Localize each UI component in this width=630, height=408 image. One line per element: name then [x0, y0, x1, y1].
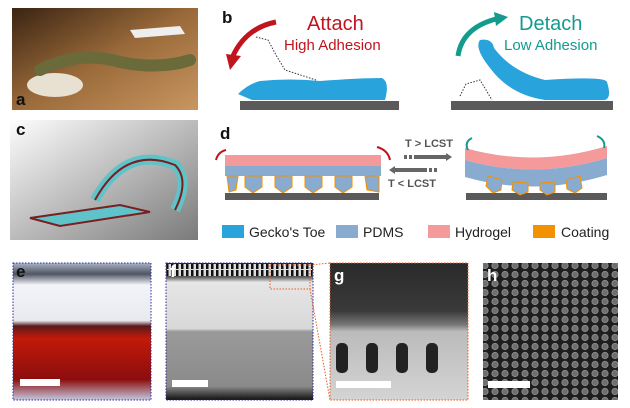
detach-subtitle: Low Adhesion: [504, 37, 598, 54]
gecko-toe-attached: [238, 78, 387, 100]
panel-label-e: e: [16, 262, 26, 281]
panel-label-b: b: [222, 8, 233, 27]
attach-subtitle: High Adhesion: [284, 37, 381, 54]
legend-swatches: [222, 225, 555, 238]
legend-label-gecko-toe: Gecko's Toe: [249, 224, 326, 240]
detach-arrow-icon: [455, 16, 497, 57]
reverse-condition: T < LCST: [388, 178, 436, 190]
panel-label-a: a: [16, 90, 26, 109]
panel-h-sem-top-view: [483, 263, 618, 400]
panel-label-h: h: [487, 266, 498, 285]
attach-title: Attach: [307, 13, 364, 35]
pdms-layer: [225, 166, 381, 176]
panel-g-sem-zoom: [329, 262, 469, 401]
panel-label-f: f: [170, 262, 176, 281]
legend-label-coating: Coating: [561, 224, 610, 240]
attach-arrow-icon: [229, 19, 277, 60]
panel-c-render: [10, 120, 198, 240]
panel-f-sem-image: [165, 262, 314, 401]
gecko-toe-detaching: [478, 39, 610, 100]
detach-title: Detach: [519, 13, 583, 35]
panel-b-diagram: [226, 12, 613, 110]
scale-bar-g: [336, 381, 391, 388]
legend-label-pdms: PDMS: [363, 224, 404, 240]
scale-bar-h: [488, 381, 530, 388]
panel-label-d: d: [220, 124, 231, 143]
substrate: [240, 101, 399, 110]
forward-condition: T > LCST: [405, 138, 453, 150]
panel-e-optical-image: [12, 262, 152, 401]
scale-bar-f: [172, 380, 208, 387]
panel-a-gecko-photo: [12, 8, 198, 110]
panel-label-g: g: [334, 266, 345, 285]
legend-label-hydrogel: Hydrogel: [455, 224, 512, 240]
scale-bar-e: [20, 379, 60, 386]
panel-d-diagram: [215, 135, 607, 200]
hydrogel-layer: [225, 155, 381, 166]
panel-label-c: c: [16, 120, 26, 139]
